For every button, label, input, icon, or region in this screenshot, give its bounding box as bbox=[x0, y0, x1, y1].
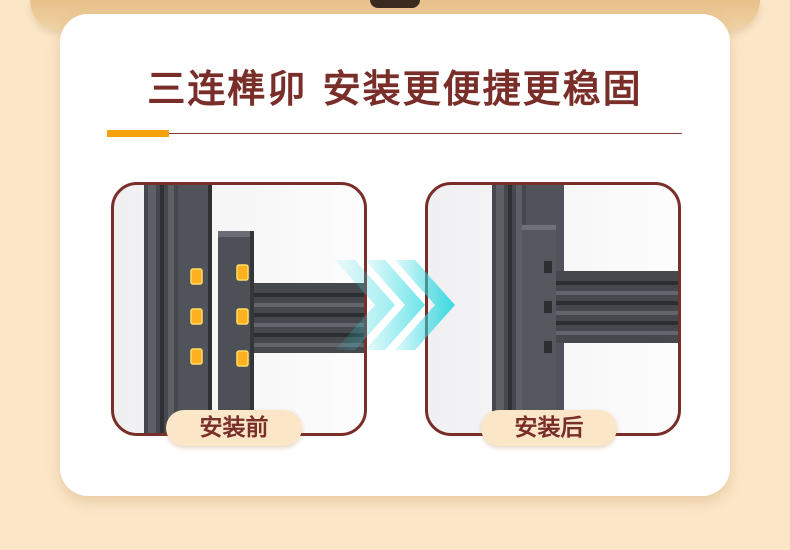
page-title: 三连榫卯 安装更便捷更稳固 bbox=[147, 67, 643, 111]
transition-arrow-icon bbox=[335, 260, 455, 350]
after-label: 安装后 bbox=[481, 410, 617, 446]
before-label: 安装前 bbox=[166, 410, 302, 446]
before-image-panel bbox=[111, 182, 367, 436]
top-wood-knob bbox=[370, 0, 420, 8]
before-illustration bbox=[144, 185, 364, 433]
title-divider bbox=[107, 133, 682, 134]
title-accent-bar bbox=[107, 130, 169, 137]
after-illustration bbox=[492, 185, 678, 433]
after-image-panel bbox=[425, 182, 681, 436]
